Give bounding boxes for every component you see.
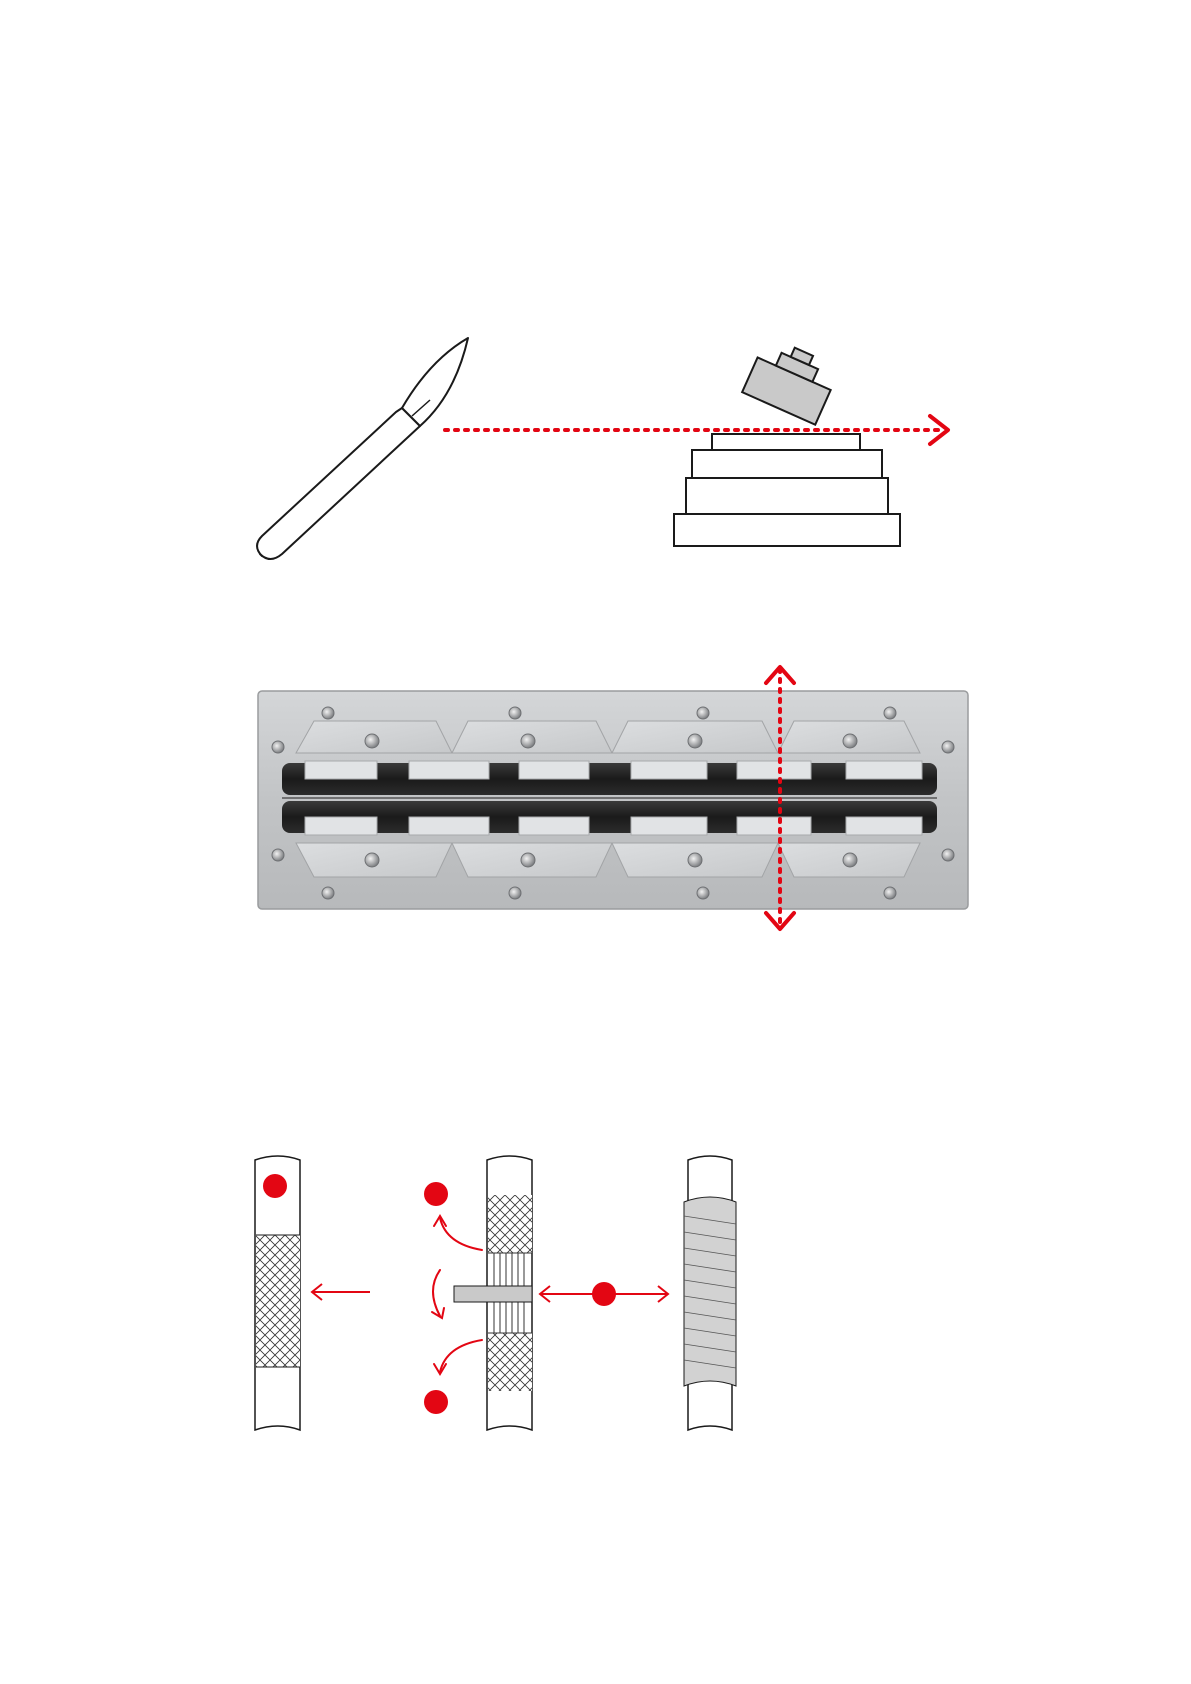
clamp-plate-figure (0, 655, 1191, 945)
taped-cable (684, 1156, 736, 1430)
press-top-plate (712, 434, 860, 450)
press-tier-3 (686, 478, 888, 514)
black-bands (282, 763, 937, 833)
knife-handle (257, 408, 420, 559)
grey-tab (454, 1286, 532, 1302)
red-dot-marker (424, 1390, 448, 1414)
slide-arrow-icon (445, 416, 948, 444)
upper-braid (488, 1195, 532, 1253)
cable-steps-figure (0, 1140, 1191, 1440)
red-dot-marker (424, 1182, 448, 1206)
left-arrow-icon (312, 1284, 370, 1300)
press-base (674, 514, 900, 546)
tape-wrap (684, 1197, 736, 1386)
red-dot-marker (592, 1282, 616, 1306)
stamp-press-icon (674, 434, 900, 546)
knife-icon (257, 338, 468, 559)
knife-and-press-figure (0, 300, 1191, 580)
red-dot-marker (263, 1174, 287, 1198)
lower-braid (488, 1333, 532, 1391)
cable-with-sleeve (424, 1156, 532, 1430)
braid-section (256, 1235, 300, 1367)
knife-blade (402, 338, 468, 426)
press-tier-2 (692, 450, 882, 478)
stamp-cap-icon (742, 336, 840, 425)
braided-cable (255, 1156, 300, 1430)
